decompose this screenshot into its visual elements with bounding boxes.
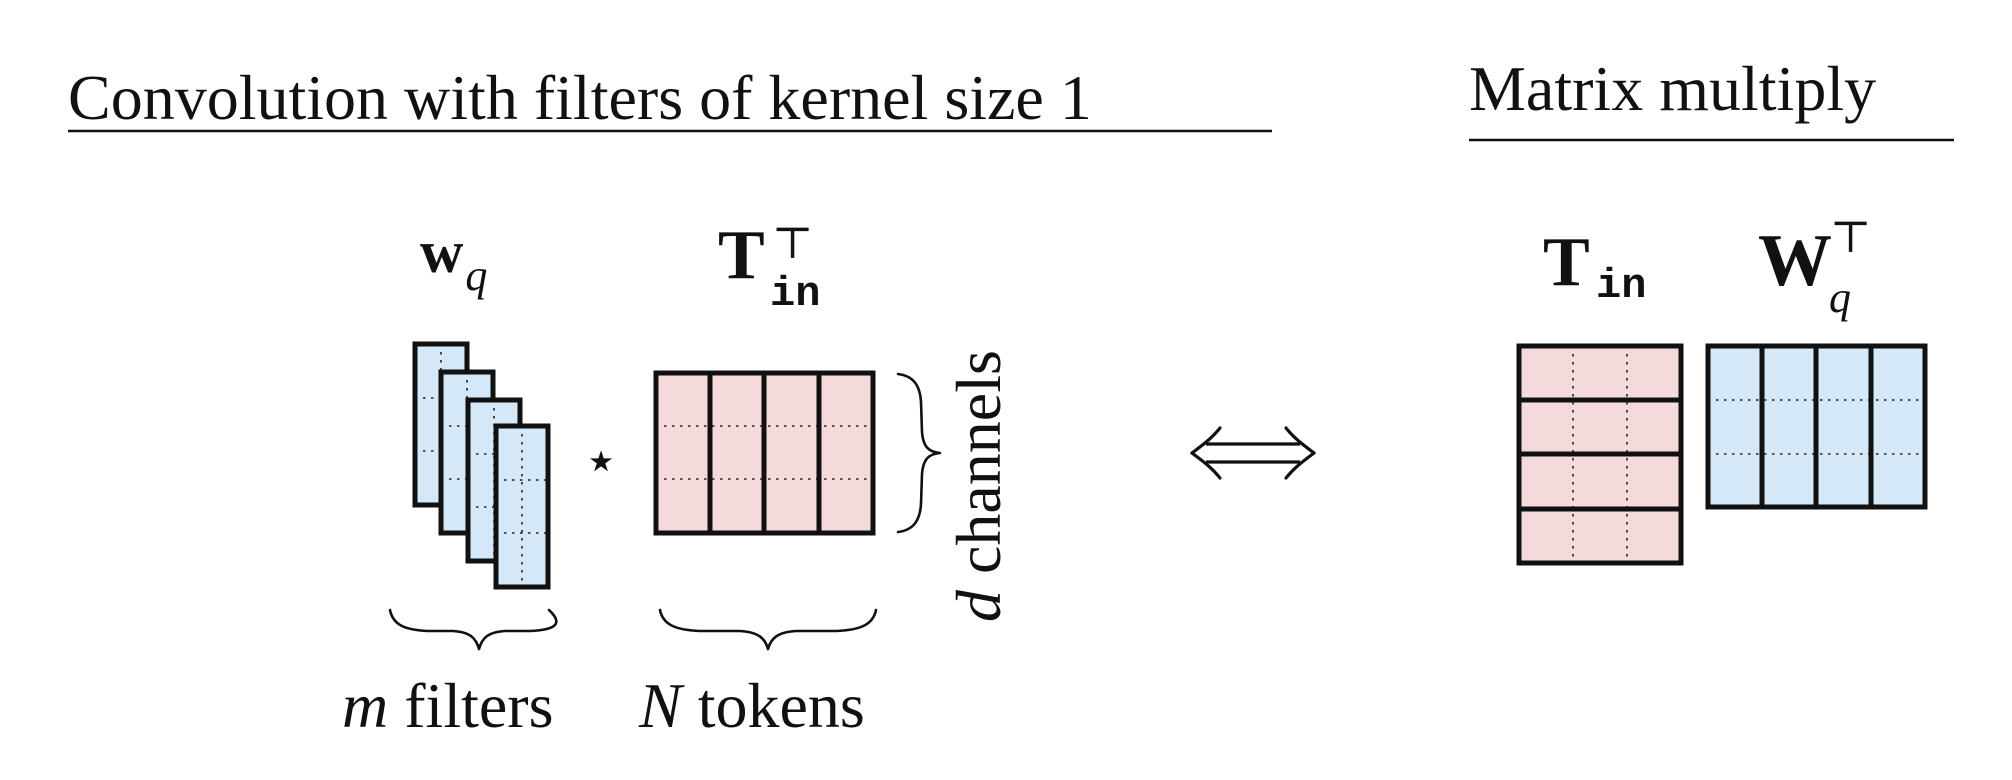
- channels-label-text: channels: [943, 350, 1014, 590]
- right-panel-title: Matrix multiply: [1469, 53, 1876, 124]
- right-tokens-matrix: [1516, 343, 1684, 566]
- tokens-label-text: tokens: [682, 670, 865, 741]
- channels-label: d channels: [943, 350, 1014, 622]
- weights-symbol: W: [1758, 220, 1832, 302]
- filters-label-text: filters: [388, 670, 553, 741]
- channels-label-var: d: [943, 589, 1014, 622]
- tokens-brace: [658, 608, 878, 651]
- right-tokens-symbol: T: [1543, 224, 1590, 301]
- tokens-label-var: N: [638, 670, 685, 741]
- tokens-symbol-transpose: ⊤: [772, 219, 813, 268]
- channels-brace: [896, 372, 942, 534]
- tokens-symbol-subscript: in: [770, 270, 820, 318]
- filters-symbol-base: w: [420, 219, 464, 285]
- filters-brace: [388, 608, 558, 651]
- weights-matrix: [1705, 343, 1928, 510]
- tokens-label: N tokens: [638, 670, 865, 741]
- weights-symbol-transpose: ⊤: [1830, 213, 1871, 262]
- filter-card: [493, 423, 551, 590]
- filters-symbol: wq: [420, 219, 487, 300]
- filters-label: m filters: [342, 670, 554, 741]
- right-tokens-symbol-subscript: in: [1596, 262, 1646, 310]
- left-panel-title: Convolution with filters of kernel size …: [68, 62, 1092, 133]
- equivalence-arrow-icon: [1190, 426, 1316, 480]
- convolution-operator: ⋆: [583, 428, 619, 493]
- filters-symbol-subscript: q: [465, 251, 487, 300]
- tokens-symbol: T: [718, 217, 765, 294]
- filter-stack: [412, 341, 551, 590]
- weights-symbol-subscript: q: [1829, 273, 1851, 322]
- filters-label-var: m: [342, 670, 388, 741]
- tokens-matrix: [653, 370, 876, 536]
